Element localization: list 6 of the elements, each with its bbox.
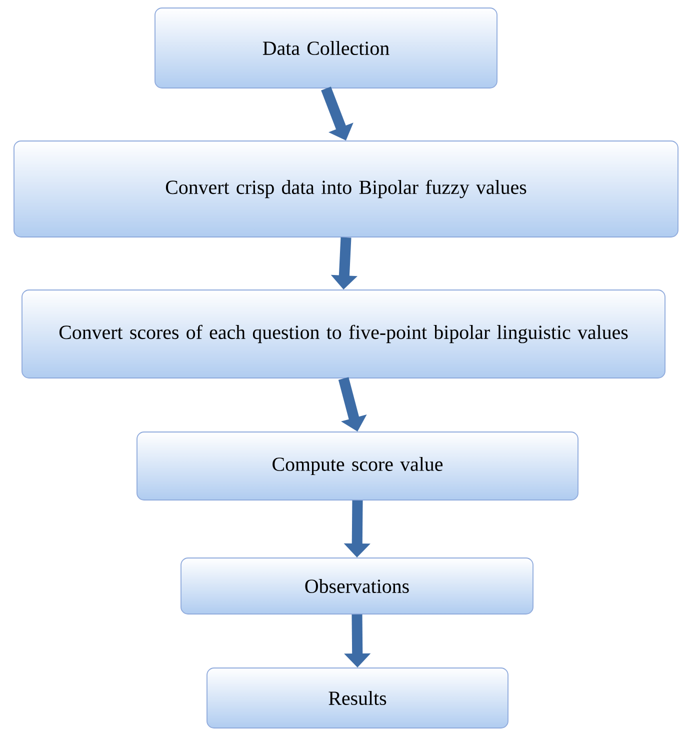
process-box: Convert crisp data into Bipolar fuzzy values <box>14 140 678 238</box>
process-box: Results <box>206 668 508 728</box>
process-box: Convert scores of each question to five-point bipolar linguistic values <box>22 290 666 378</box>
process-box: Data Collection <box>154 8 498 88</box>
process-box: Observations <box>180 558 534 614</box>
process-box: Compute score value <box>136 432 578 500</box>
